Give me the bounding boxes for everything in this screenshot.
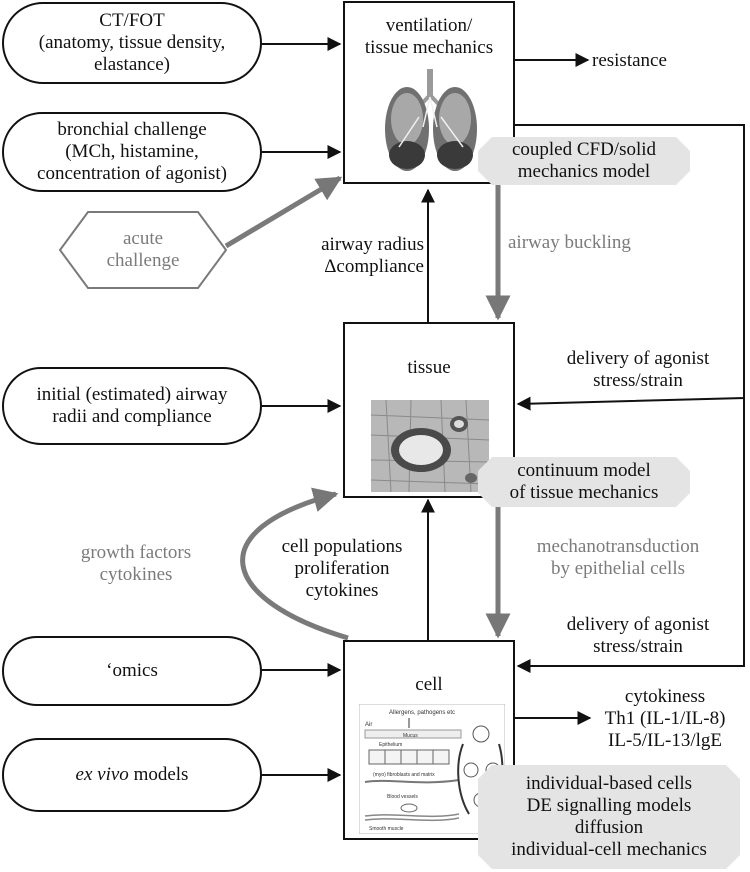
ex-vivo-rest: models [128,764,189,785]
label-delivery-top: delivery of agonist stress/strain [566,348,710,391]
tissue-micrograph [371,400,489,492]
level-ventilation-title: ventilation/ tissue mechanics [364,15,494,58]
arrow-feedback-to-tissue [515,124,745,411]
output-cytokines: cytokiness Th1 (IL-1/IL-8) IL-5/IL-13/lg… [604,686,726,751]
input-acute-challenge [58,211,228,289]
label-delivery-bottom: delivery of agonist stress/strain [566,614,710,657]
input-ct-fot-label: CT/FOT (anatomy, tissue density, elastan… [38,10,226,75]
schematic-fibroblasts-label: (myo) fibroblasts and matrix [373,772,435,778]
input-ex-vivo-label: ex vivo models [76,764,189,786]
label-airway-radius: airway radius Δcompliance [321,234,424,277]
input-omics: ‘omics [2,636,262,706]
level-cell-title: cell [415,674,443,695]
acute-challenge-label: acute challenge [106,228,180,271]
level-tissue-box: tissue [343,322,515,498]
input-initial-radii: initial (estimated) airway radii and com… [2,367,262,445]
input-bronchial-label: bronchial challenge (MCh, histamine, con… [37,119,227,184]
model-continuum: continuum model of tissue mechanics [478,457,690,507]
schematic-mucus-label: Mucus [403,733,418,739]
ex-vivo-italic: ex vivo [75,764,129,785]
arrow-acute-to-ventilation [224,175,343,249]
model-cfd: coupled CFD/solid mechanics model [478,137,690,185]
level-tissue-title: tissue [407,357,451,378]
input-initial-radii-label: initial (estimated) airway radii and com… [36,384,228,427]
schematic-air-label: Air [365,722,372,728]
arrow-growth-factors [240,487,349,641]
label-airway-buckling: airway buckling [508,232,631,253]
lung-image [385,69,477,171]
model-individual: individual-based cells DE signalling mod… [478,765,740,869]
schematic-smooth-label: Smooth muscle [369,826,404,832]
label-cell-populations: cell populations proliferation cytokines [281,536,403,601]
model-cfd-label: coupled CFD/solid mechanics model [511,139,657,182]
arrow-feedback-to-cell [516,398,745,673]
schematic-epithelium-label: Epithelium [379,742,402,748]
model-individual-label: individual-based cells DE signalling mod… [511,773,707,860]
input-omics-label: ‘omics [106,660,158,681]
output-resistance: resistance [592,50,667,71]
schematic-allergens-label: Allergens, pathogens etc [389,710,455,716]
label-mechanotransduction: mechanotransduction by epithelial cells [536,536,700,579]
input-bronchial-challenge: bronchial challenge (MCh, histamine, con… [2,112,262,192]
schematic-blood-label: Blood vessels [387,794,418,800]
input-ct-fot: CT/FOT (anatomy, tissue density, elastan… [2,2,262,84]
level-ventilation-box: ventilation/ tissue mechanics [343,1,515,184]
label-growth-factors: growth factors cytokines [80,542,192,585]
input-ex-vivo: ex vivo models [2,738,262,812]
model-continuum-label: continuum model of tissue mechanics [509,460,659,503]
